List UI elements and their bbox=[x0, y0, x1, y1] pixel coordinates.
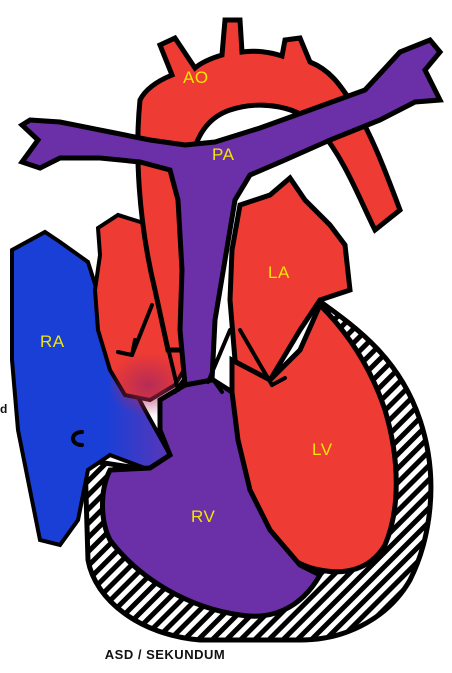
label-rv: RV bbox=[191, 507, 215, 526]
label-ao: AO bbox=[183, 68, 209, 87]
label-la: LA bbox=[268, 263, 290, 282]
label-pa: PA bbox=[212, 145, 235, 164]
diagram-caption: ASD / SEKUNDUM bbox=[0, 647, 330, 662]
label-lv: LV bbox=[312, 440, 333, 459]
side-fragment-text: d bbox=[0, 402, 7, 416]
label-ra: RA bbox=[40, 332, 65, 351]
